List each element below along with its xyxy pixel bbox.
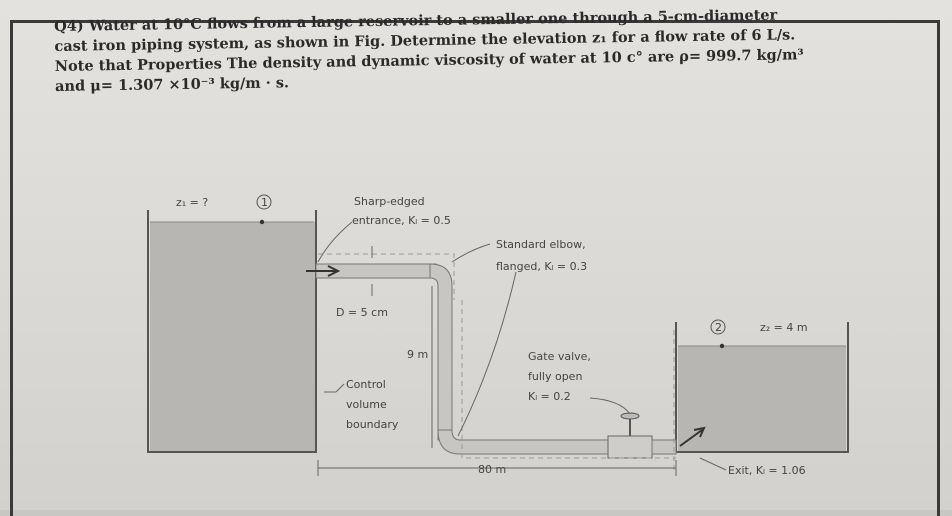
control-label-line2: volume (346, 398, 387, 411)
point-2-marker (719, 343, 725, 349)
gate-label-line2: fully open (528, 370, 582, 383)
reservoir-2-water (678, 346, 846, 452)
point-2-number: 2 (715, 321, 722, 334)
point-1-number: 1 (261, 196, 268, 209)
diameter-label: D = 5 cm (336, 306, 388, 319)
exit-label: Exit, Kₗ = 1.06 (728, 464, 806, 477)
pipe-exit-segment (651, 439, 677, 455)
elbow-label-line2: flanged, Kₗ = 0.3 (496, 260, 587, 273)
question-frame (10, 20, 940, 516)
length-label: 80 m (478, 463, 506, 476)
entrance-label-line2: entrance, Kₗ = 0.5 (352, 214, 451, 227)
elbow-label-line1: Standard elbow, (496, 238, 586, 251)
exit-leader (699, 457, 727, 471)
outflow-arrow (679, 426, 706, 447)
z1-label: z₁ = ? (176, 196, 208, 209)
inflow-arrow (306, 265, 341, 277)
reservoir-2-walls (675, 322, 849, 453)
gate-label-line3: Kₗ = 0.2 (528, 390, 571, 403)
control-leader (324, 383, 345, 393)
pipe-lower-bend (437, 429, 609, 455)
height-label: 9 m (407, 348, 428, 361)
control-label-line1: Control (346, 378, 386, 391)
gate-valve-body (607, 435, 653, 459)
control-label-line3: boundary (346, 418, 399, 431)
point-1-circle (256, 194, 272, 210)
elbow-leader (451, 243, 491, 263)
gate-valve-handwheel (620, 412, 640, 420)
z2-label: z₂ = 4 m (760, 321, 808, 334)
point-1-marker (259, 219, 265, 225)
elbow-second-leader (457, 271, 517, 437)
control-volume-boundary (318, 253, 676, 459)
reservoir-1-water (150, 222, 315, 452)
pipe-elbow-and-vertical (429, 263, 453, 441)
point-2-circle (710, 319, 726, 335)
entrance-leader (317, 221, 353, 263)
gate-leader (589, 397, 631, 415)
reservoir-1-walls (147, 210, 317, 453)
gate-label-line1: Gate valve, (528, 350, 591, 363)
entrance-label-line1: Sharp-edged (354, 195, 425, 208)
